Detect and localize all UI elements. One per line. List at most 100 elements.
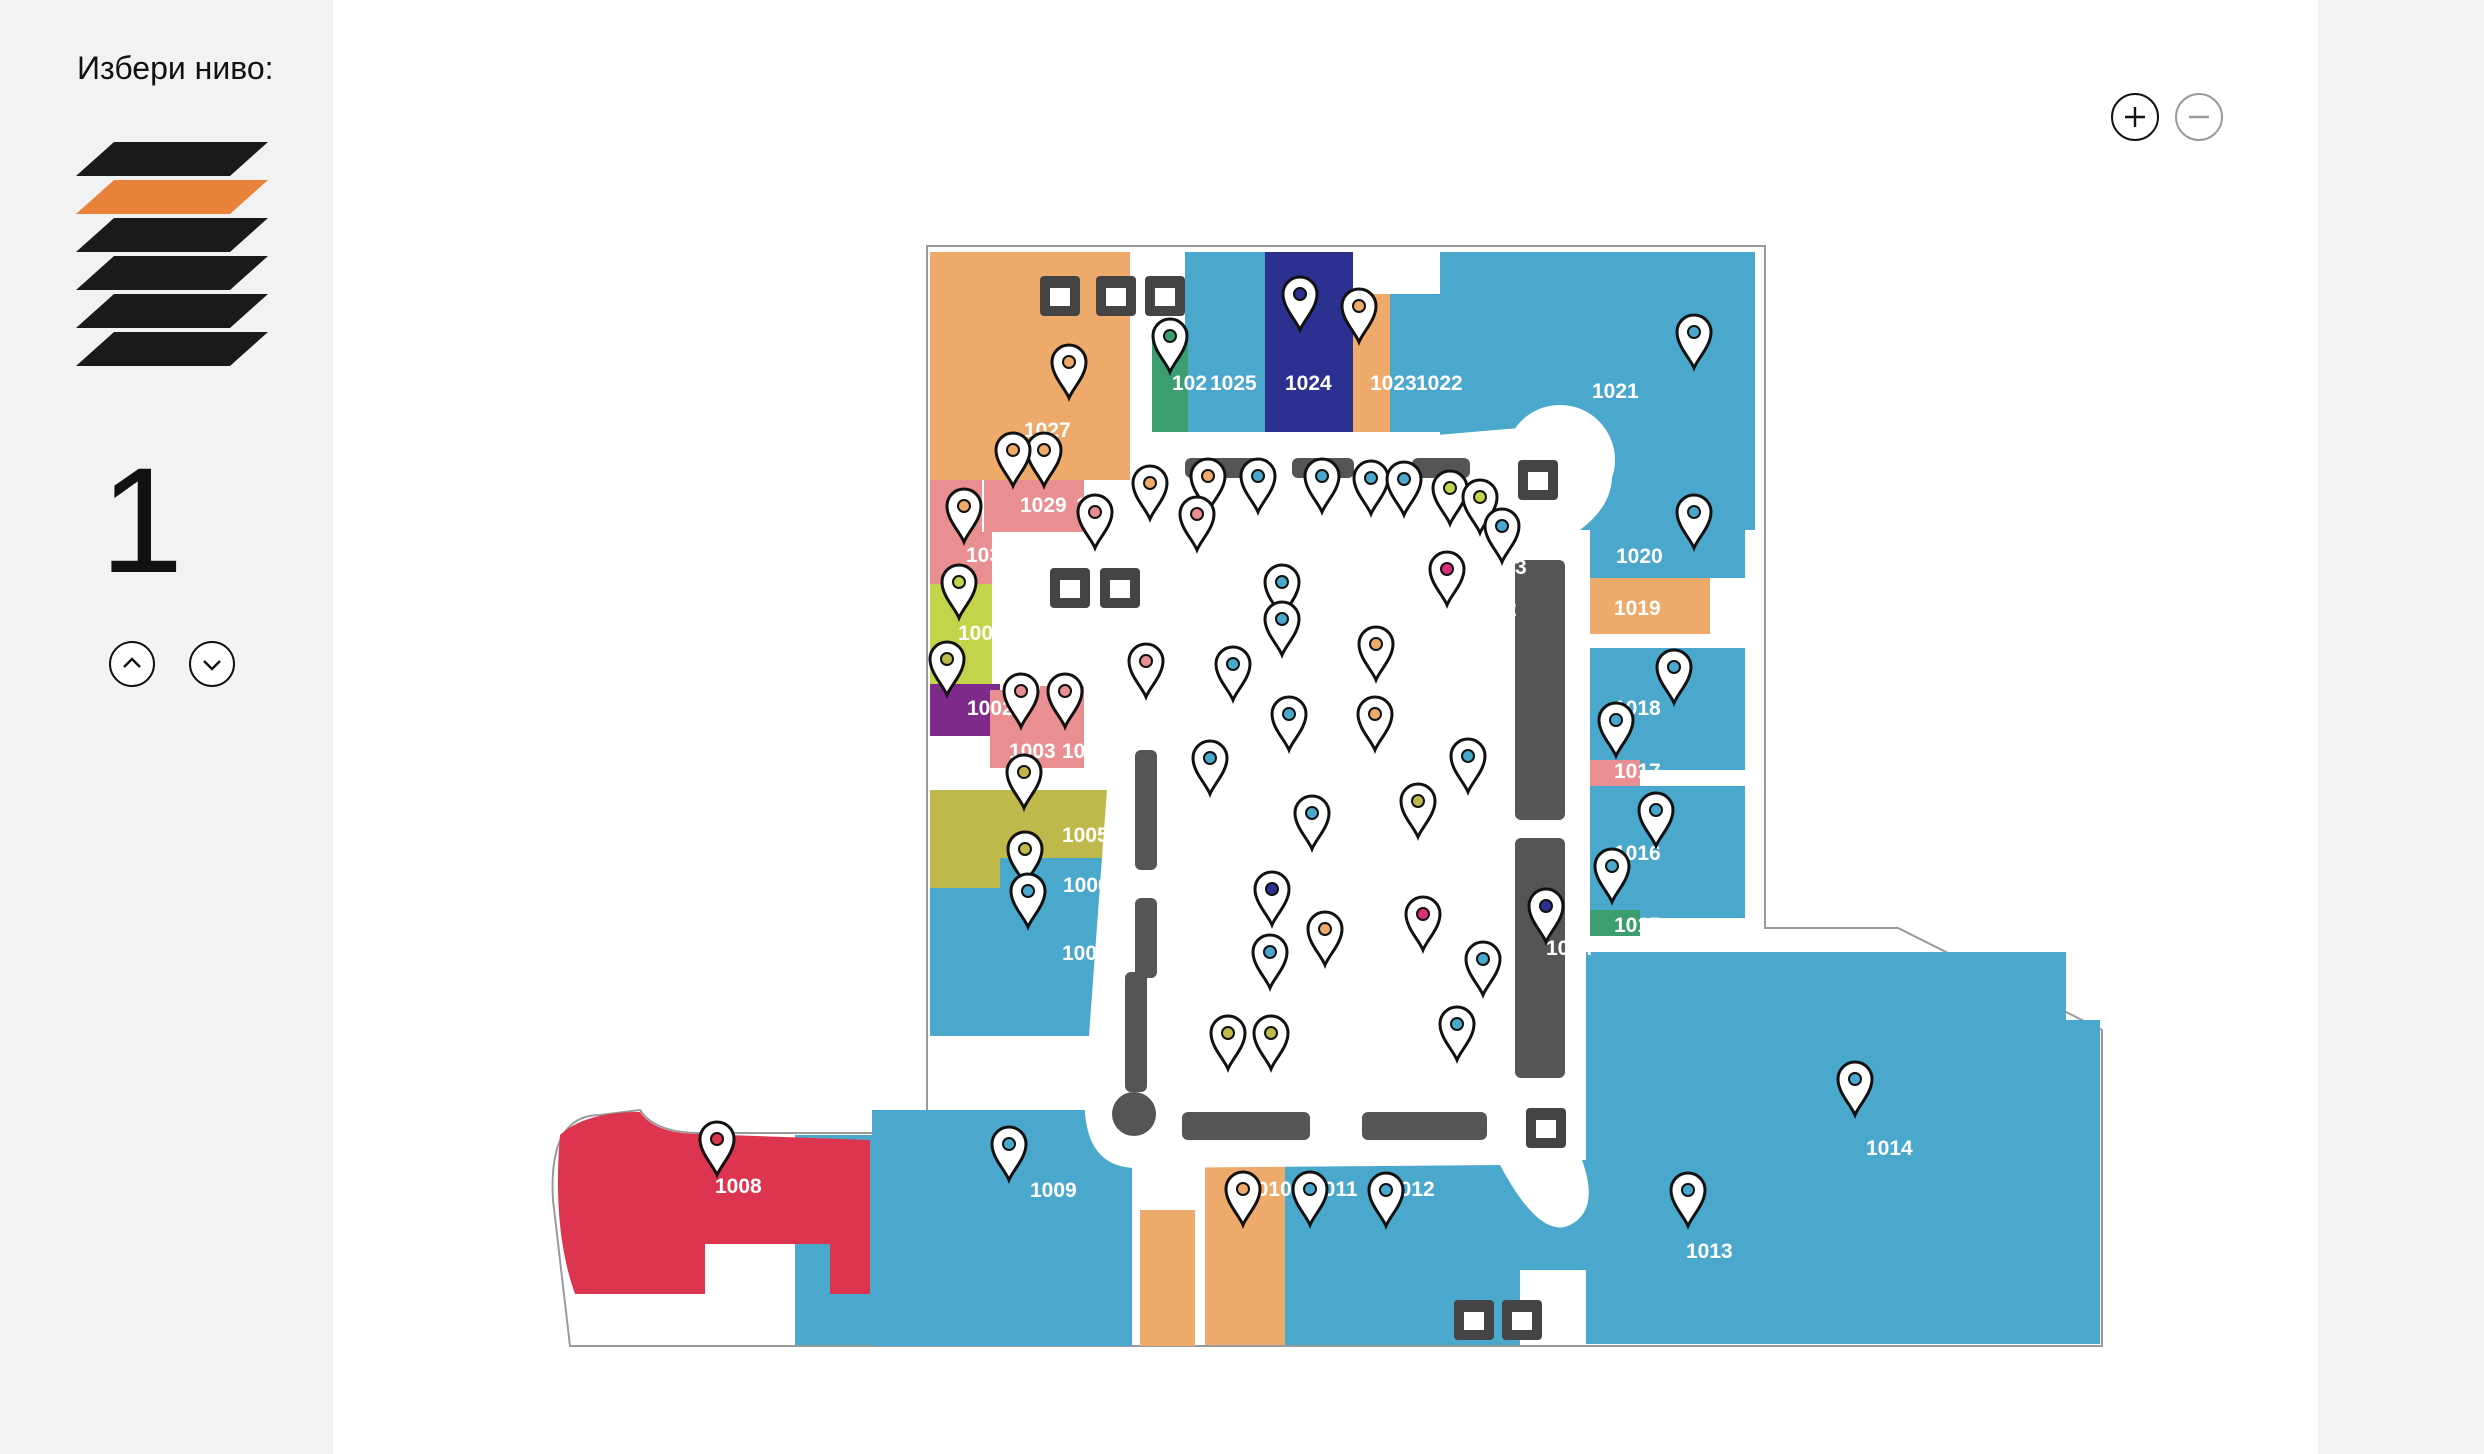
store-pin-icon[interactable]: [1655, 648, 1693, 708]
store-pin-icon[interactable]: [1527, 887, 1565, 947]
level-layer-5[interactable]: [76, 332, 268, 366]
right-margin: [2318, 0, 2484, 1454]
unit-label: 1002: [967, 697, 1014, 720]
level-down-button[interactable]: [189, 641, 235, 687]
current-level-number: 1: [100, 436, 184, 604]
store-pin-icon[interactable]: [1291, 1170, 1329, 1230]
store-pin-icon[interactable]: [1224, 1170, 1262, 1230]
corridor-block: [1515, 560, 1565, 820]
store-pin-icon[interactable]: [1050, 343, 1088, 403]
store-pin-icon[interactable]: [1367, 1171, 1405, 1231]
store-pin-icon[interactable]: [1046, 672, 1084, 732]
store-pin-icon[interactable]: [1675, 313, 1713, 373]
unit-area[interactable]: [1185, 252, 1280, 432]
level-layer-1[interactable]: [76, 180, 268, 214]
store-pin-icon[interactable]: [1593, 847, 1631, 907]
store-pin-icon[interactable]: [1263, 563, 1301, 623]
unit-area[interactable]: [1590, 578, 1710, 634]
level-label: Избери ниво:: [77, 50, 274, 86]
level-layer-0[interactable]: [76, 142, 268, 176]
store-pin-icon[interactable]: [1340, 287, 1378, 347]
store-pin-icon[interactable]: [1189, 457, 1227, 517]
store-pin-icon[interactable]: [1293, 794, 1331, 854]
restroom-icon: [1040, 276, 1080, 316]
unit-area[interactable]: [1590, 530, 1745, 578]
unit-label: 1014: [1866, 1137, 1913, 1160]
store-pin-icon[interactable]: [1209, 1014, 1247, 1074]
store-pin-icon[interactable]: [1438, 1005, 1476, 1065]
store-pin-icon[interactable]: [1303, 457, 1341, 517]
store-pin-icon[interactable]: [1385, 460, 1423, 520]
unit-label: 1044: [1465, 1050, 1512, 1073]
store-pin-icon[interactable]: [1002, 672, 1040, 732]
store-pin-icon[interactable]: [1306, 910, 1344, 970]
store-pin-icon[interactable]: [1281, 275, 1319, 335]
escalator-icon: [1100, 568, 1140, 608]
amenities: [1040, 276, 1566, 1340]
store-pin-icon[interactable]: [1253, 870, 1291, 930]
minus-icon: [2189, 115, 2209, 119]
store-pin-icon[interactable]: [1178, 495, 1216, 555]
corridor-block: [1135, 898, 1157, 978]
chevron-down-icon: [203, 660, 221, 671]
unit-area[interactable]: [984, 480, 1084, 532]
store-pin-icon[interactable]: [698, 1120, 736, 1180]
store-pin-icon[interactable]: [1270, 695, 1308, 755]
unit-label: 1015: [1614, 914, 1661, 937]
store-pin-icon[interactable]: [1637, 791, 1675, 851]
unit-area[interactable]: [1586, 1190, 1816, 1344]
store-pin-icon[interactable]: [1252, 1014, 1290, 1074]
store-pin-icon[interactable]: [1483, 507, 1521, 567]
store-pin-icon[interactable]: [1191, 739, 1229, 799]
unit-area[interactable]: [930, 684, 1000, 736]
store-pin-icon[interactable]: [1076, 493, 1114, 553]
level-layer-3[interactable]: [76, 256, 268, 290]
store-pin-icon[interactable]: [1251, 933, 1289, 993]
corridor: [1055, 405, 1615, 1228]
unit-label: 1061: [1207, 558, 1254, 581]
unit-area[interactable]: [1590, 910, 1640, 936]
store-pin-icon[interactable]: [1669, 1171, 1707, 1231]
store-pin-icon[interactable]: [1006, 830, 1044, 890]
store-pin-icon[interactable]: [1263, 600, 1301, 660]
store-pin-icon[interactable]: [928, 640, 966, 700]
store-pin-icon[interactable]: [1127, 642, 1165, 702]
store-pin-icon[interactable]: [1239, 457, 1277, 517]
store-pin-icon[interactable]: [1464, 940, 1502, 1000]
unit-area[interactable]: [1390, 294, 1440, 432]
store-pin-icon[interactable]: [1352, 459, 1390, 519]
store-pin-icon[interactable]: [1009, 872, 1047, 932]
unit-area[interactable]: [1590, 760, 1640, 786]
unit-label: 1034: [1209, 804, 1256, 827]
unit-label: 1063: [1144, 708, 1191, 731]
store-pin-icon[interactable]: [990, 1125, 1028, 1185]
level-up-button[interactable]: [109, 641, 155, 687]
zoom-in-button[interactable]: [2111, 93, 2159, 141]
zoom-out-button[interactable]: [2175, 93, 2223, 141]
store-pin-icon[interactable]: [1131, 464, 1169, 524]
store-pin-icon[interactable]: [1151, 317, 1189, 377]
store-pin-icon[interactable]: [1449, 737, 1487, 797]
store-pin-icon[interactable]: [945, 487, 983, 547]
store-pin-icon[interactable]: [1357, 625, 1395, 685]
store-pin-icon[interactable]: [1836, 1060, 1874, 1120]
store-pin-icon[interactable]: [1404, 895, 1442, 955]
unit-area-1008[interactable]: [557, 1112, 870, 1294]
unit-label: 1051: [1466, 682, 1513, 705]
store-pin-icon[interactable]: [1675, 493, 1713, 553]
level-layer-2[interactable]: [76, 218, 268, 252]
store-pin-icon[interactable]: [1356, 695, 1394, 755]
store-pin-icon[interactable]: [1597, 701, 1635, 761]
store-pin-icon[interactable]: [1214, 645, 1252, 705]
unit-area[interactable]: [1870, 1020, 2100, 1344]
unit-area[interactable]: [1140, 1210, 1195, 1346]
store-pin-icon[interactable]: [940, 563, 978, 623]
store-pin-icon[interactable]: [1005, 753, 1043, 813]
store-pin-icon[interactable]: [1025, 431, 1063, 491]
store-pin-icon[interactable]: [994, 431, 1032, 491]
store-pin-icon[interactable]: [1399, 782, 1437, 842]
level-layer-4[interactable]: [76, 294, 268, 328]
escalator-icon: [1526, 1108, 1566, 1148]
store-pin-icon[interactable]: [1428, 550, 1466, 610]
unit-label: 1020: [1616, 545, 1663, 568]
